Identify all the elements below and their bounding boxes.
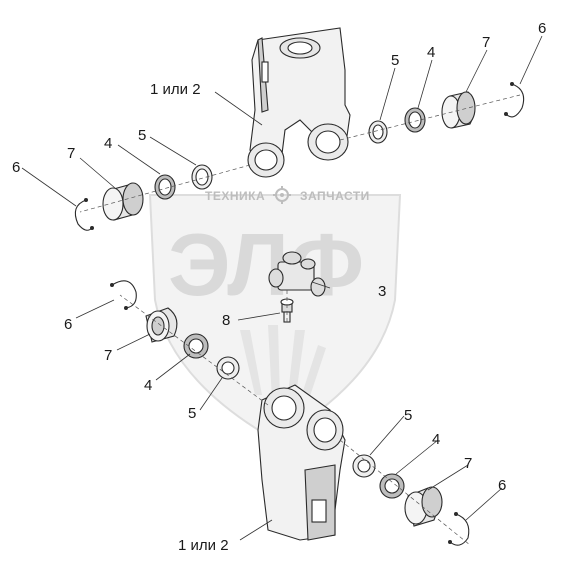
label-cup-top-left: 7 — [67, 145, 75, 162]
axis-lines — [79, 94, 521, 546]
watermark-big-text: ЭЛФ — [168, 215, 364, 314]
label-seal-bottom-right: 4 — [432, 431, 440, 448]
bottom-yoke — [257, 384, 346, 541]
watermark-rays — [240, 325, 326, 402]
label-ring-bottom-left: 5 — [188, 405, 196, 422]
bearing-cup-top-right — [441, 91, 476, 129]
label-cup-top-right: 7 — [482, 34, 490, 51]
bearing-cup-bottom-right — [404, 486, 443, 527]
snap-ring-top-right — [504, 82, 525, 118]
label-yoke-bottom: 1 или 2 — [178, 537, 229, 554]
label-cup-bottom-right: 7 — [464, 455, 472, 472]
label-seal-bottom-left: 4 — [144, 377, 152, 394]
top-yoke — [247, 27, 351, 178]
label-snapring-top-right: 6 — [538, 20, 546, 37]
watermark-right-text: ЗАПЧАСТИ — [300, 189, 370, 203]
seal-bottom-left — [183, 333, 209, 359]
ring-top-right — [368, 120, 388, 144]
bearing-cup-top-left — [102, 182, 144, 221]
label-snapring-bottom-left: 6 — [64, 316, 72, 333]
label-grease-fitting: 8 — [222, 312, 230, 329]
snap-ring-bottom-right — [448, 512, 470, 546]
ring-bottom-left — [216, 356, 240, 380]
label-snapring-top-left: 6 — [12, 159, 20, 176]
universal-joint-cross — [268, 251, 326, 297]
label-seal-top-right: 4 — [427, 44, 435, 61]
snap-ring-bottom-left — [110, 280, 137, 310]
label-ring-top-left: 5 — [138, 127, 146, 144]
snap-ring-top-left — [74, 198, 94, 231]
leader-lines — [21, 35, 543, 541]
label-yoke-top: 1 или 2 — [150, 81, 201, 98]
bearing-cup-bottom-left — [145, 307, 178, 343]
watermark: ЭЛФ ТЕХНИКА ЗАПЧАСТИ — [148, 186, 402, 442]
label-snapring-bottom-right: 6 — [498, 477, 506, 494]
label-ring-top-right: 5 — [391, 52, 399, 69]
label-seal-top-left: 4 — [104, 135, 112, 152]
label-ring-bottom-right: 5 — [404, 407, 412, 424]
label-cup-bottom-left: 7 — [104, 347, 112, 364]
gear-icon — [273, 186, 291, 204]
seal-top-left — [154, 174, 176, 200]
ring-bottom-right — [352, 454, 376, 478]
watermark-left-text: ТЕХНИКА — [205, 189, 265, 203]
callout-labels: 1 или 2 5 4 7 6 6 7 4 5 3 8 6 7 4 5 5 4 … — [12, 20, 546, 554]
seal-top-right — [404, 107, 426, 133]
ring-top-left — [191, 164, 213, 190]
label-cross: 3 — [378, 283, 386, 300]
seal-bottom-right — [379, 473, 405, 499]
